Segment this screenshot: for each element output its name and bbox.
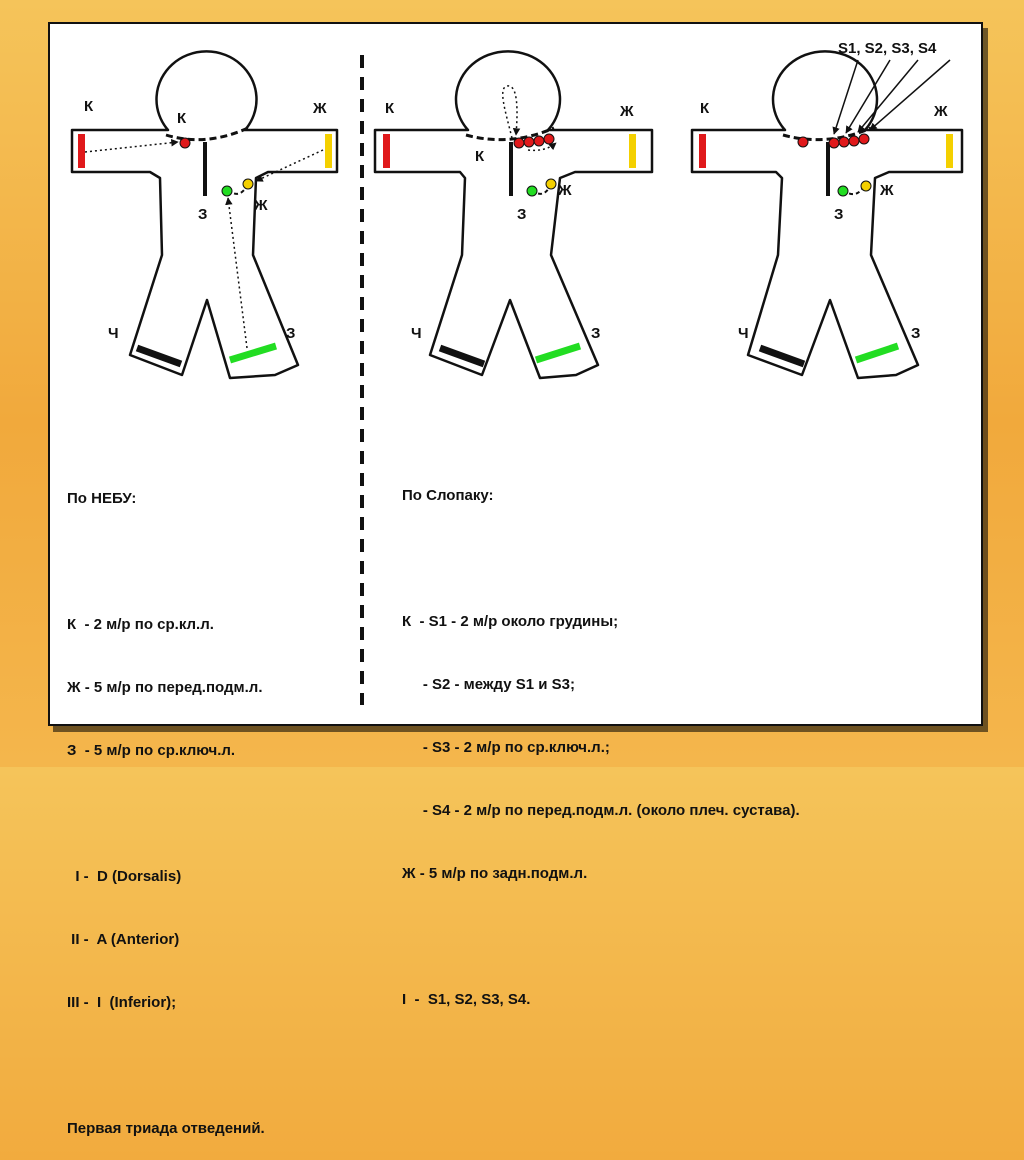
slopak-line: - S2 - между S1 и S3; <box>402 674 800 695</box>
label-ch: Ч <box>411 325 422 342</box>
label-k-inner: К <box>177 110 187 127</box>
green-electrode <box>838 186 848 196</box>
slopak-heading: По Слопаку: <box>402 485 800 506</box>
label-zh-body: Ж <box>879 182 894 199</box>
label-z-body: З <box>517 206 526 223</box>
neb-heading: По НЕБУ: <box>67 488 265 509</box>
label-ch: Ч <box>108 325 119 342</box>
label-zh-outer: Ж <box>933 103 948 120</box>
spacer <box>67 551 265 572</box>
yellow-electrode <box>243 179 253 189</box>
slopak-line: Ж - 5 м/р по задн.подм.л. <box>402 863 800 884</box>
red-wrist-band <box>699 134 706 168</box>
red-wrist-band <box>383 134 390 168</box>
neb-line <box>67 1055 265 1076</box>
red-electrode-s4 <box>859 134 869 144</box>
label-ch: Ч <box>738 325 749 342</box>
label-k-outer: К <box>84 98 94 115</box>
label-zh-outer: Ж <box>619 103 634 120</box>
red-electrode <box>544 134 554 144</box>
green-electrode <box>222 186 232 196</box>
slopak-line: I - S1, S2, S3, S4. <box>402 989 800 1010</box>
label-z-body: З <box>834 206 843 223</box>
red-electrode <box>534 136 544 146</box>
red-electrode <box>524 137 534 147</box>
label-z-leg: З <box>286 325 295 342</box>
red-electrode <box>180 138 190 148</box>
label-z-leg: З <box>911 325 920 342</box>
yellow-electrode <box>546 179 556 189</box>
neb-line: II - A (Anterior) <box>67 929 265 950</box>
slopak-description: По Слопаку: К - S1 - 2 м/р около грудины… <box>402 443 800 1031</box>
label-k-inner: К <box>475 148 485 165</box>
red-electrode <box>798 137 808 147</box>
body-outline <box>692 51 962 378</box>
red-wrist-band <box>78 134 85 168</box>
spacer <box>402 548 800 569</box>
figure-slopak-s-leads: S1, S2, S3, S4 К Ж З Ж Ч З <box>692 40 962 378</box>
slopak-line: - S3 - 2 м/р по ср.ключ.л.; <box>402 737 800 758</box>
neb-line <box>67 803 265 824</box>
s-leads-label: S1, S2, S3, S4 <box>838 40 937 57</box>
figure-slopak: К К Ж З Ж Ч З <box>375 51 652 378</box>
label-zh-outer: Ж <box>312 100 327 117</box>
yellow-wrist-band <box>325 134 332 168</box>
yellow-electrode <box>861 181 871 191</box>
neb-line: Первая триада отведений. <box>67 1118 265 1139</box>
yellow-wrist-band <box>946 134 953 168</box>
slopak-line: К - S1 - 2 м/р около грудины; <box>402 611 800 632</box>
slopak-line: - S4 - 2 м/р по перед.подм.л. (около пле… <box>402 800 800 821</box>
label-z-body: З <box>198 206 207 223</box>
neb-description: По НЕБУ: К - 2 м/р по ср.кл.л. Ж - 5 м/р… <box>67 446 265 1160</box>
green-electrode <box>527 186 537 196</box>
red-electrode-s1 <box>829 138 839 148</box>
yellow-wrist-band <box>629 134 636 168</box>
label-z-leg: З <box>591 325 600 342</box>
label-k-outer: К <box>385 100 395 117</box>
neb-line: III - I (Inferior); <box>67 992 265 1013</box>
red-electrode <box>514 138 524 148</box>
slopak-line <box>402 926 800 947</box>
neb-line: Ж - 5 м/р по перед.подм.л. <box>67 677 265 698</box>
neb-line: З - 5 м/р по ср.ключ.л. <box>67 740 265 761</box>
label-k-outer: К <box>700 100 710 117</box>
neb-line: I - D (Dorsalis) <box>67 866 265 887</box>
neb-line: К - 2 м/р по ср.кл.л. <box>67 614 265 635</box>
red-electrode-s3 <box>849 136 859 146</box>
red-electrode-s2 <box>839 137 849 147</box>
label-zh-body: Ж <box>557 182 572 199</box>
label-zh-body: Ж <box>253 197 268 214</box>
figure-neb: К К Ж З Ж Ч З <box>72 51 337 378</box>
